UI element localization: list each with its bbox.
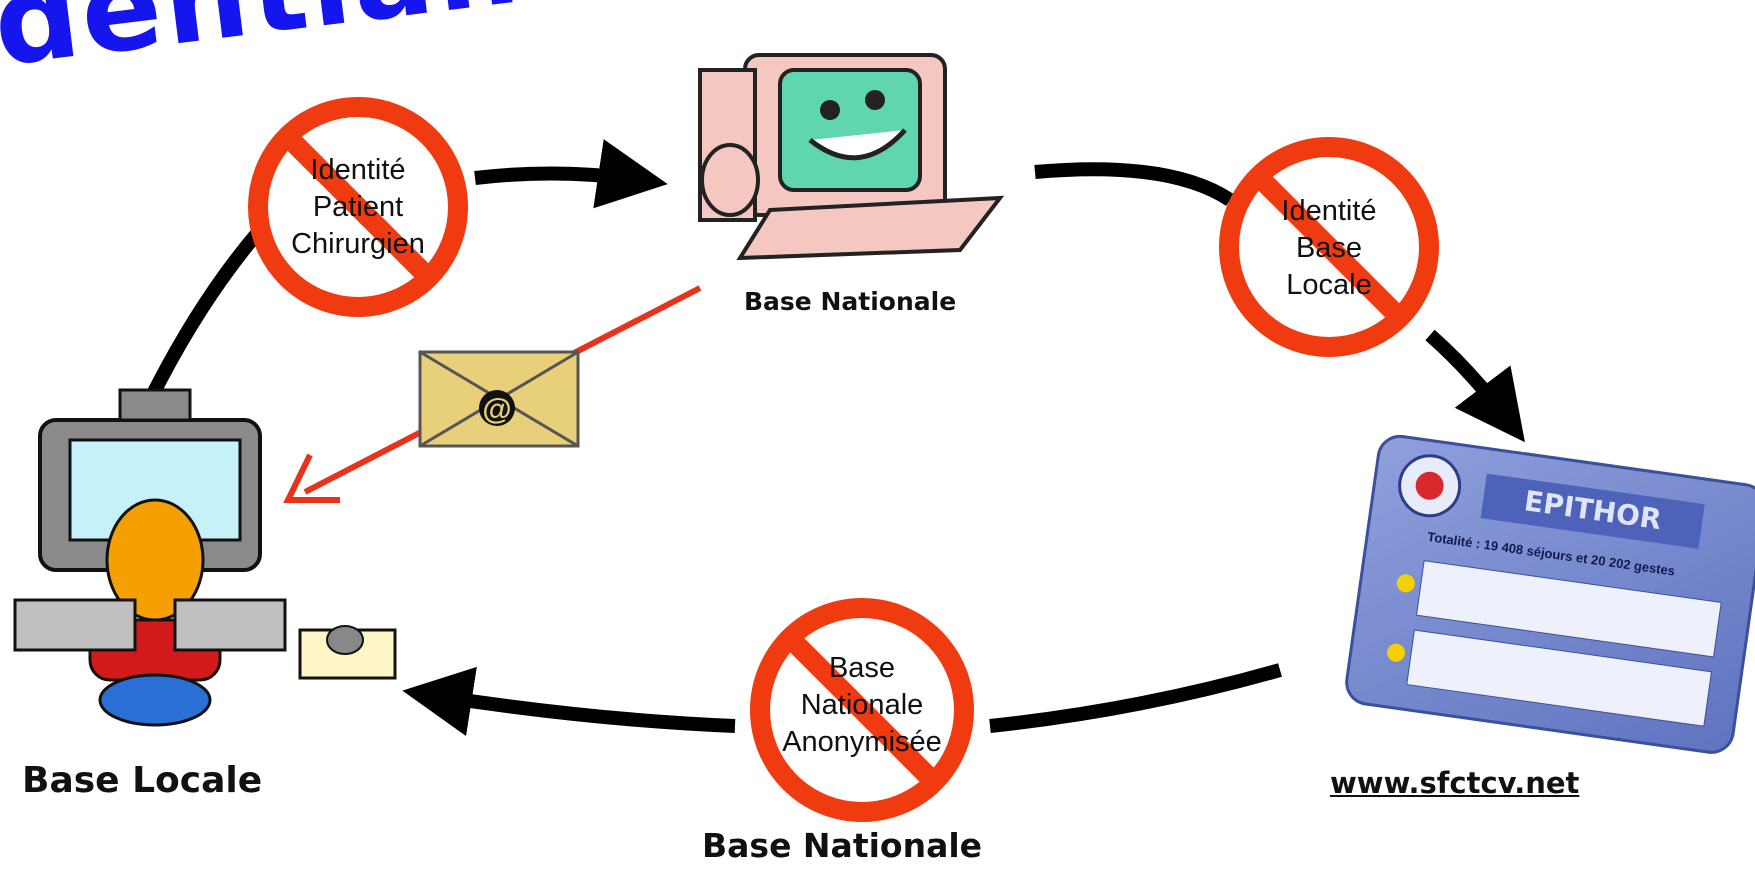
- flow-arrow-to-website: [1425, 329, 1525, 443]
- flow-arrow-local-to-national: [143, 223, 267, 407]
- node-label-national-top: Base Nationale: [744, 287, 957, 316]
- node-label-local: Base Locale: [22, 760, 263, 801]
- svg-text:@: @: [482, 393, 511, 426]
- prohibited-sign-icon: [248, 97, 468, 317]
- prohibited-label-bottom: Base Nationale Anonymisée: [782, 652, 942, 758]
- website-screenshot: EPITHOR Totalité : 19 408 séjours et 20 …: [1345, 434, 1755, 754]
- computer-mascot-icon: [698, 53, 1005, 261]
- email-envelope-icon: @: [418, 350, 580, 448]
- node-label-website[interactable]: www.sfctcv.net: [1330, 766, 1580, 800]
- flow-arrow-website-to-anonym: [989, 663, 1282, 733]
- prohibited-sign-icon: [750, 598, 974, 822]
- flow-arrow-to-local: [402, 666, 736, 737]
- flow-arrow-to-national-top: [474, 139, 668, 209]
- user-at-computer-icon: [13, 388, 397, 727]
- prohibited-label-top-left: Identité Patient Chirurgien: [291, 154, 425, 260]
- node-label-national-bottom: Base Nationale: [702, 826, 983, 865]
- prohibited-label-top-right: Identité Base Locale: [1281, 195, 1377, 301]
- prohibited-sign-icon: [1219, 137, 1439, 357]
- flow-arrow-national-to-identite: [1034, 162, 1234, 206]
